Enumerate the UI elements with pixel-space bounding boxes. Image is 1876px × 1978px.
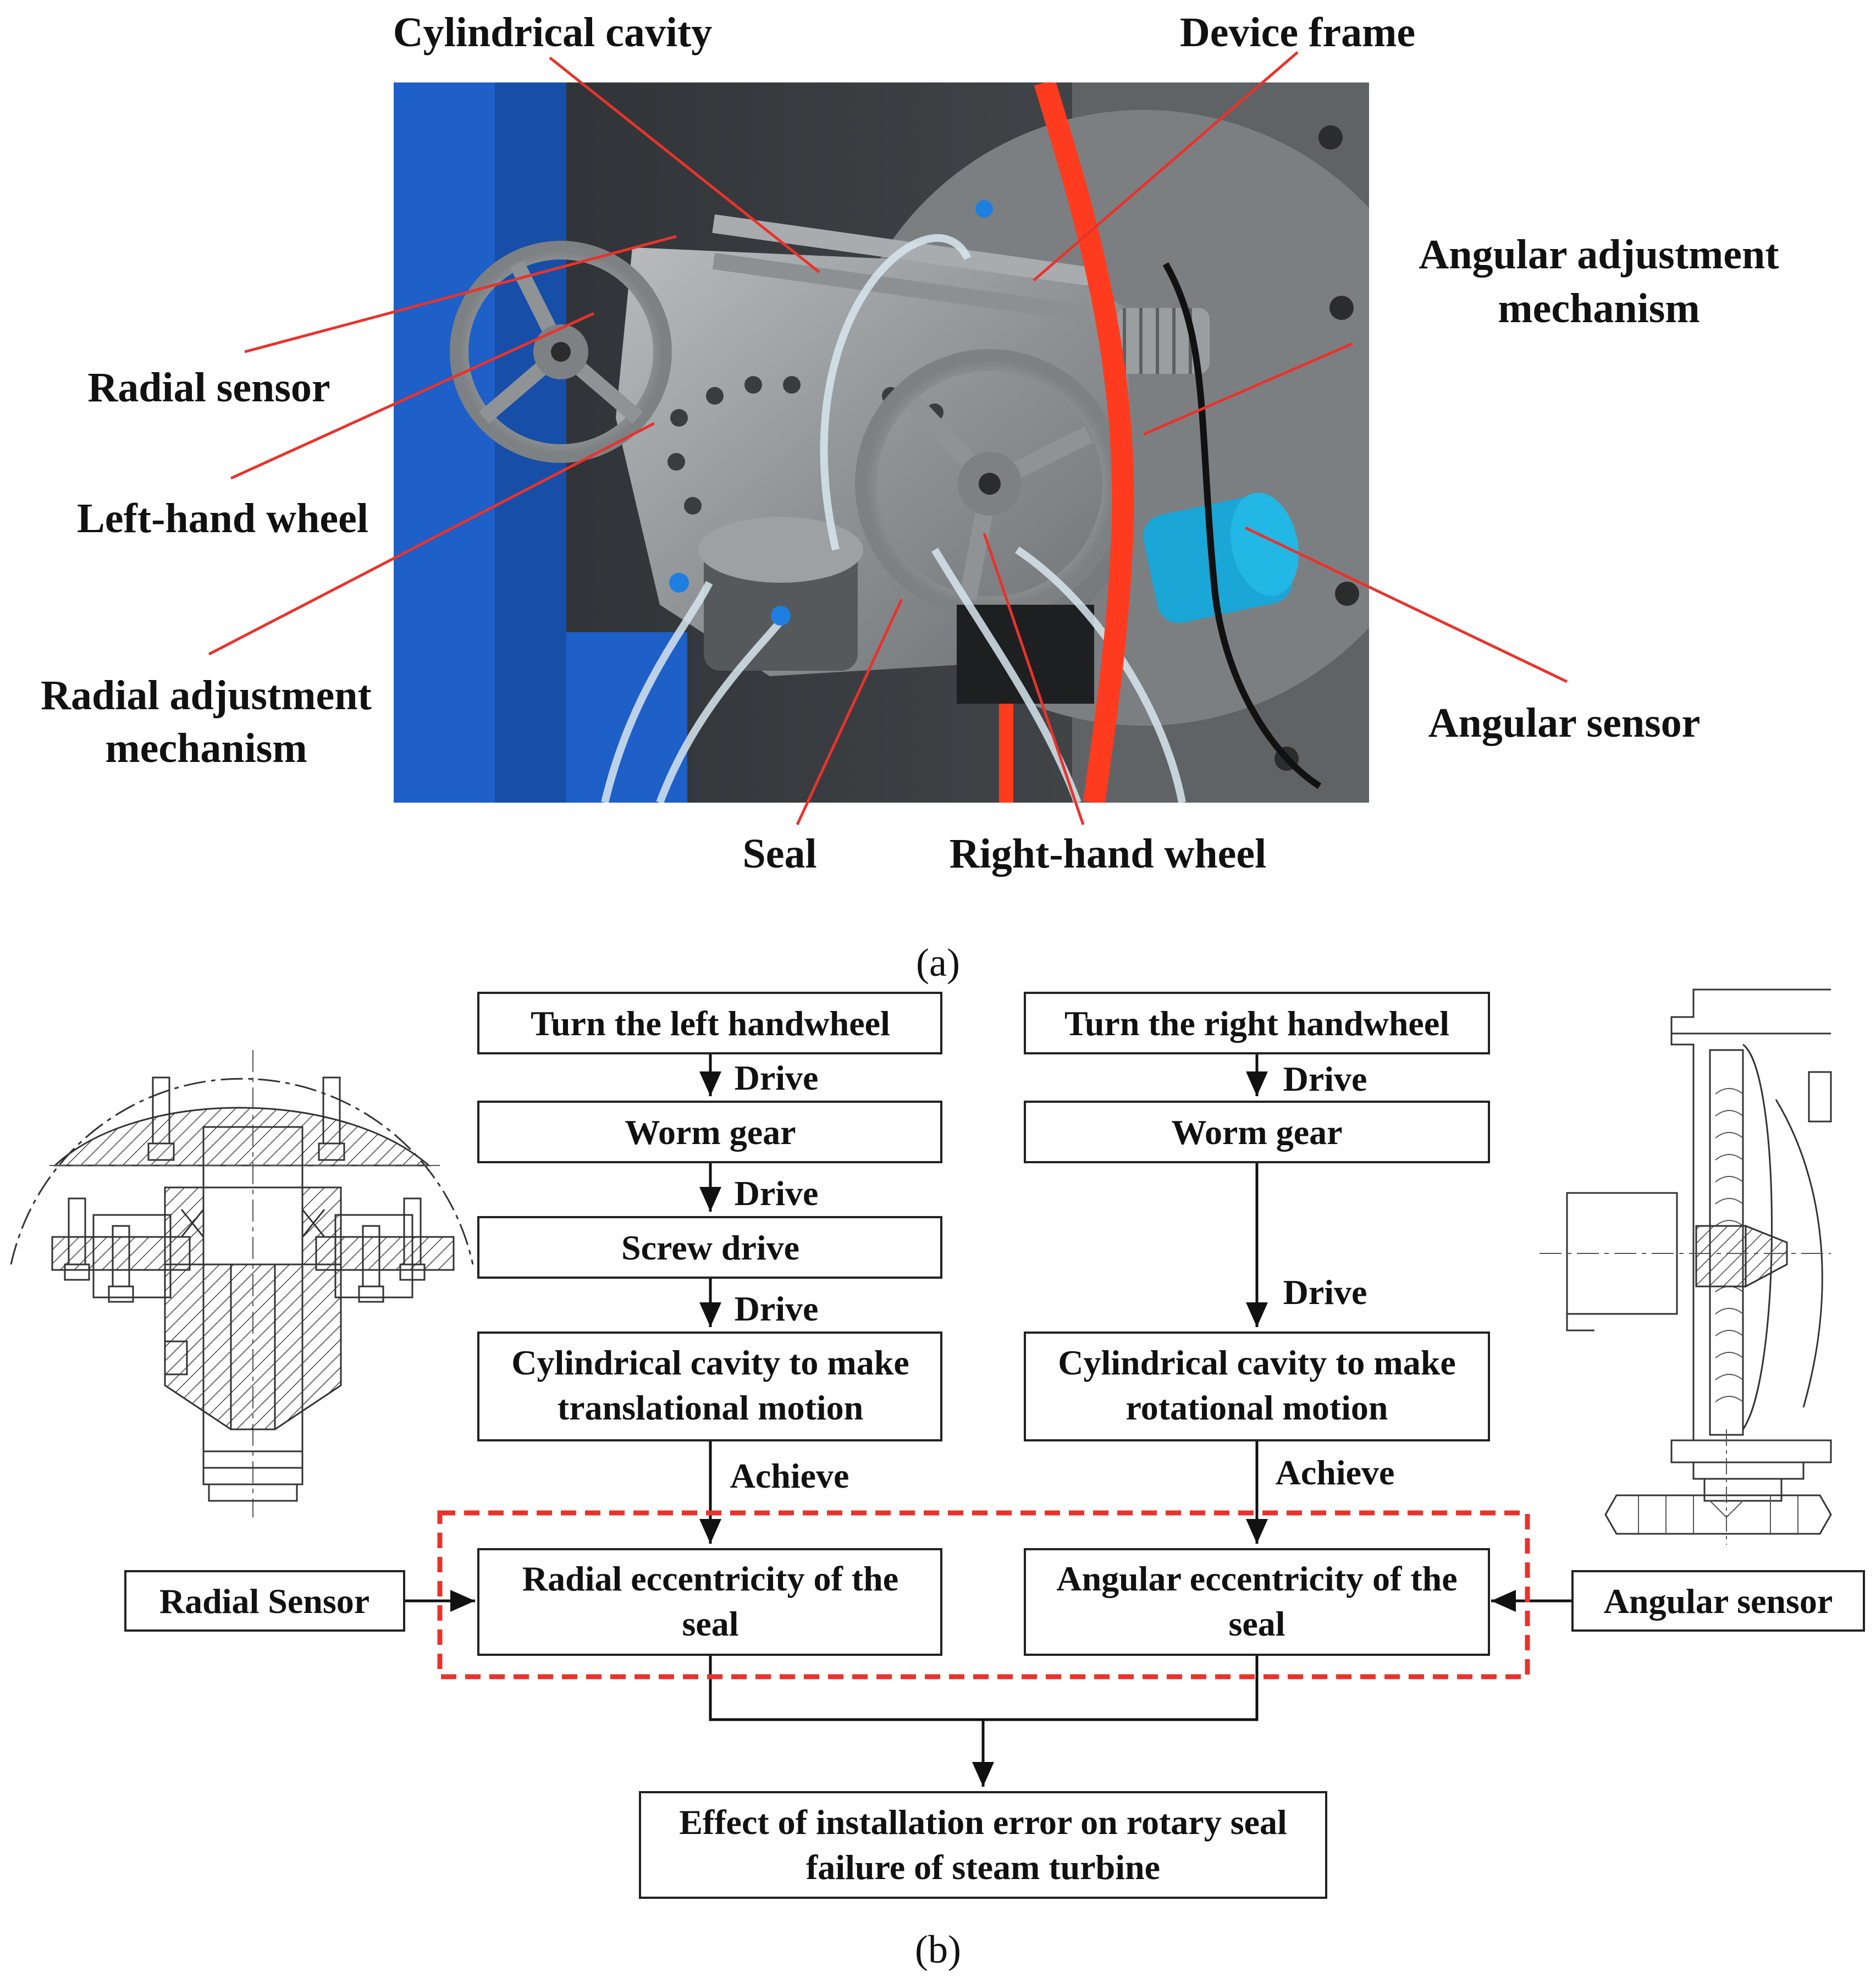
edge-label-achieve-right: Achieve bbox=[1276, 1453, 1395, 1492]
box-radial-sensor: Radial Sensor bbox=[124, 1570, 405, 1632]
red-tube bbox=[1034, 82, 1134, 803]
label-angular-adjustment-2: mechanism bbox=[1498, 285, 1700, 331]
box-turn-right-handwheel: Turn the right handwheel bbox=[1024, 992, 1490, 1054]
label-angular-sensor: Angular sensor bbox=[1428, 700, 1701, 746]
eccentricity-group-frame bbox=[437, 1510, 1530, 1679]
svg-text:Screw drive: Screw drive bbox=[621, 1228, 799, 1267]
svg-text:seal: seal bbox=[682, 1604, 738, 1643]
svg-text:rotational motion: rotational motion bbox=[1125, 1388, 1388, 1427]
svg-text:Angular sensor: Angular sensor bbox=[1604, 1582, 1833, 1621]
label-angular-adjustment-1: Angular adjustment bbox=[1419, 231, 1779, 278]
box-translational-motion: Cylindrical cavity to make translational… bbox=[477, 1331, 942, 1441]
svg-text:Cylindrical cavity to make: Cylindrical cavity to make bbox=[511, 1343, 909, 1382]
annotation-lines bbox=[208, 51, 1568, 826]
box-rotational-motion: Cylindrical cavity to make rotational mo… bbox=[1024, 1331, 1490, 1441]
photo bbox=[394, 82, 1369, 803]
box-worm-gear-left: Worm gear bbox=[477, 1101, 942, 1163]
label-radial-adjustment-1: Radial adjustment bbox=[41, 672, 372, 719]
label-seal: Seal bbox=[742, 831, 816, 877]
box-turn-left-handwheel: Turn the left handwheel bbox=[477, 992, 942, 1054]
svg-text:Radial eccentricity of the: Radial eccentricity of the bbox=[522, 1559, 898, 1598]
label-right-hand-wheel: Right-hand wheel bbox=[950, 831, 1266, 877]
svg-text:Cylindrical cavity to make: Cylindrical cavity to make bbox=[1058, 1343, 1455, 1382]
box-final-effect: Effect of installation error on rotary s… bbox=[639, 1791, 1327, 1899]
svg-text:Worm gear: Worm gear bbox=[1172, 1113, 1343, 1152]
flow-connectors bbox=[404, 1053, 1572, 1787]
angular-sensor-photo bbox=[1143, 493, 1299, 623]
svg-text:Angular eccentricity of the: Angular eccentricity of the bbox=[1056, 1559, 1457, 1598]
photo-labels: Cylindrical cavity Device frame Angular … bbox=[41, 9, 1779, 985]
box-angular-eccentricity: Angular eccentricity of the seal bbox=[1024, 1548, 1490, 1656]
label-radial-adjustment-2: mechanism bbox=[105, 725, 307, 771]
radial-mechanism-drawing bbox=[10, 1050, 474, 1517]
label-cylindrical-cavity: Cylindrical cavity bbox=[393, 9, 713, 56]
svg-text:Radial Sensor: Radial Sensor bbox=[159, 1582, 369, 1621]
svg-text:translational motion: translational motion bbox=[558, 1388, 863, 1427]
edge-label-drive-left-3: Drive bbox=[735, 1289, 819, 1328]
edge-label-drive-right-2: Drive bbox=[1283, 1273, 1367, 1312]
svg-text:seal: seal bbox=[1228, 1604, 1285, 1643]
box-radial-eccentricity: Radial eccentricity of the seal bbox=[477, 1548, 942, 1656]
svg-text:failure of steam turbine: failure of steam turbine bbox=[806, 1848, 1160, 1887]
svg-text:Turn the left handwheel: Turn the left handwheel bbox=[531, 1004, 890, 1043]
box-angular-sensor: Angular sensor bbox=[1571, 1570, 1865, 1632]
label-left-hand-wheel: Left-hand wheel bbox=[77, 495, 368, 542]
svg-text:Effect of installation error o: Effect of installation error on rotary s… bbox=[679, 1803, 1287, 1842]
edge-label-achieve-left: Achieve bbox=[730, 1456, 849, 1495]
edge-label-drive-left-1: Drive bbox=[735, 1058, 819, 1097]
svg-text:Turn the right handwheel: Turn the right handwheel bbox=[1064, 1004, 1449, 1043]
edge-label-drive-right-1: Drive bbox=[1283, 1059, 1367, 1098]
flow-boxes: Turn the left handwheel Drive Worm gear … bbox=[124, 992, 1865, 1899]
box-screw-drive: Screw drive bbox=[477, 1216, 942, 1279]
label-radial-sensor: Radial sensor bbox=[87, 364, 330, 411]
svg-text:Worm gear: Worm gear bbox=[625, 1113, 796, 1152]
label-device-frame: Device frame bbox=[1180, 9, 1415, 56]
panel-label-a: (a) bbox=[916, 941, 960, 985]
edge-label-drive-left-2: Drive bbox=[735, 1174, 819, 1213]
box-worm-gear-right: Worm gear bbox=[1024, 1101, 1490, 1163]
panel-label-b: (b) bbox=[915, 1927, 961, 1971]
angular-mechanism-drawing bbox=[1540, 988, 1832, 1545]
left-handwheel bbox=[450, 241, 672, 463]
